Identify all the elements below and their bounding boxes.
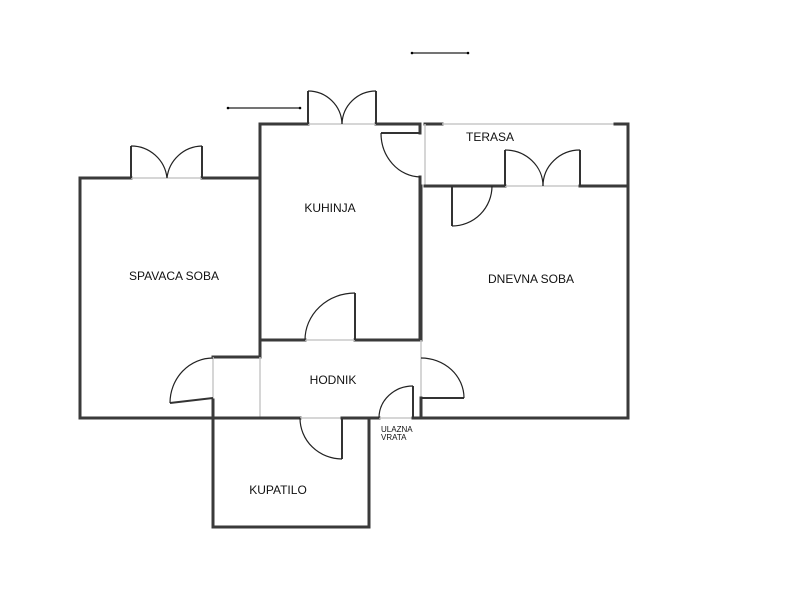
dimension-line (410, 51, 470, 55)
door (451, 185, 493, 227)
room-label-terasa: TERASA (466, 130, 514, 144)
double-door (307, 90, 377, 125)
door (169, 357, 214, 404)
room-label-dnevna-soba: DNEVNA SOBA (488, 272, 574, 286)
room-dnevna-soba-walls (419, 184, 630, 420)
double-door (130, 145, 203, 179)
room-kupatilo-walls (211, 416, 371, 529)
entrance-door (378, 385, 414, 419)
door (420, 357, 465, 399)
room-label-kuhinja: KUHINJA (304, 201, 355, 215)
door (304, 292, 356, 341)
room-label-kupatilo: KUPATILO (249, 483, 307, 497)
entrance-label-line1: ULAZNA (381, 425, 413, 434)
room-label-spavaca-soba: SPAVACA SOBA (129, 269, 219, 283)
door (380, 132, 421, 178)
dimension-line (226, 106, 302, 110)
room-terasa-walls (423, 122, 630, 420)
room-kuhinja-walls (258, 122, 422, 342)
room-hodnik-walls (211, 338, 423, 420)
double-door (504, 149, 581, 187)
room-label-hodnik: HODNIK (310, 373, 357, 387)
room-spavaca-soba-walls (78, 176, 262, 420)
entrance-label-line2: VRATA (381, 433, 407, 442)
door (299, 417, 343, 460)
